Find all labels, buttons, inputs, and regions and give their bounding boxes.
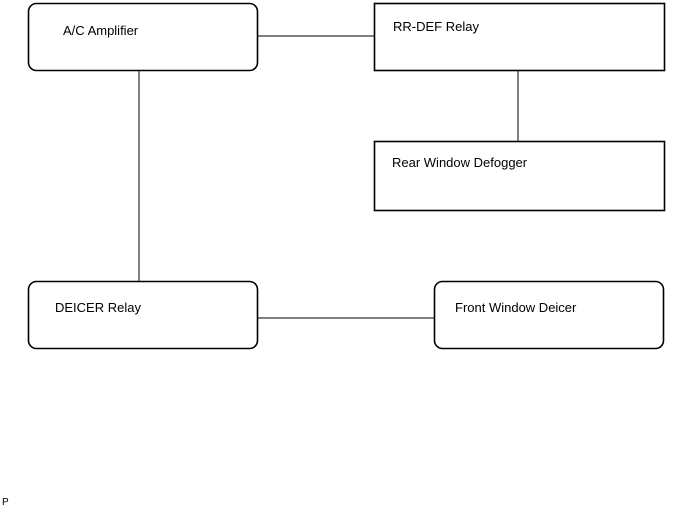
node-label-rr-def-relay: RR-DEF Relay xyxy=(393,19,479,34)
node-box-front-window-deicer xyxy=(433,280,665,350)
node-label-rear-window-defogger: Rear Window Defogger xyxy=(392,155,528,170)
node-ac-amplifier: A/C Amplifier xyxy=(27,2,259,72)
connection-lines xyxy=(138,35,519,319)
node-box-rear-window-defogger xyxy=(373,140,666,212)
node-label-ac-amplifier: A/C Amplifier xyxy=(63,23,139,38)
node-label-deicer-relay: DEICER Relay xyxy=(55,300,141,315)
node-deicer-relay: DEICER Relay xyxy=(27,280,259,350)
node-label-front-window-deicer: Front Window Deicer xyxy=(455,300,577,315)
node-box-deicer-relay xyxy=(27,280,259,350)
node-box-ac-amplifier xyxy=(27,2,259,72)
node-front-window-deicer: Front Window Deicer xyxy=(433,280,665,350)
node-rr-def-relay: RR-DEF Relay xyxy=(373,2,666,72)
node-rear-window-defogger: Rear Window Defogger xyxy=(373,140,666,212)
node-box-rr-def-relay xyxy=(373,2,666,72)
corner-mark: P xyxy=(2,497,9,508)
